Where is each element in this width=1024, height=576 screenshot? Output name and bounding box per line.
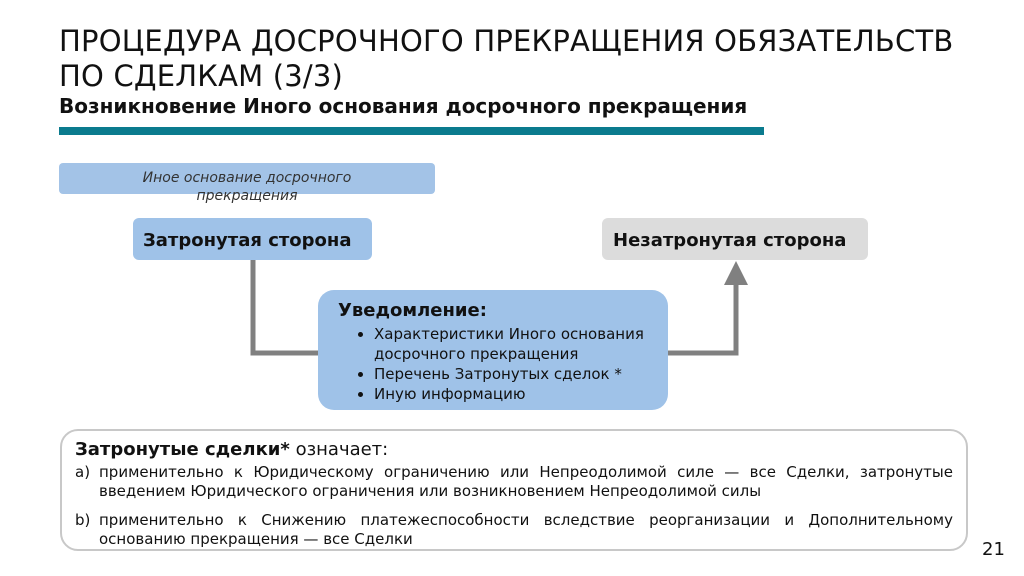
accent-bar [59, 127, 764, 135]
other-ground-label-line1: Иное основание досрочного [142, 170, 352, 186]
notice-list: Характеристики Иного основания досрочног… [338, 324, 668, 404]
notice-title: Уведомление: [338, 300, 487, 321]
connector-notice-to-unaffected [668, 284, 739, 356]
notice-item: Характеристики Иного основания досрочног… [374, 324, 668, 364]
definition-box: Затронутые сделки* означает: a) применит… [60, 429, 968, 551]
notice-box: Уведомление: Характеристики Иного основа… [318, 290, 668, 410]
page-title: ПРОЦЕДУРА ДОСРОЧНОГО ПРЕКРАЩЕНИЯ ОБЯЗАТЕ… [59, 24, 954, 93]
definition-text: применительно к Юридическому ограничению… [99, 463, 953, 500]
page-subtitle: Возникновение Иного основания досрочного… [59, 94, 748, 118]
definition-item: b) применительно к Снижению платежеспосо… [75, 511, 953, 549]
connector-affected-to-notice [250, 260, 318, 356]
unaffected-party-box: Незатронутая сторона [602, 218, 868, 260]
notice-item: Иную информацию [374, 384, 668, 404]
arrowhead-up [724, 261, 748, 285]
definition-item: a) применительно к Юридическому ограниче… [75, 463, 953, 501]
definition-term: Затронутые сделки* [75, 439, 290, 460]
definition-marker: a) [75, 463, 91, 481]
notice-item: Перечень Затронутых сделок * [374, 364, 668, 384]
other-ground-label-line2: прекращения [196, 188, 298, 204]
definition-verb: означает: [295, 439, 389, 460]
definition-text: применительно к Снижению платежеспособно… [99, 511, 953, 548]
affected-party-box: Затронутая сторона [133, 218, 372, 260]
definition-marker: b) [75, 511, 91, 529]
page-number: 21 [982, 539, 1005, 560]
definition-heading: Затронутые сделки* означает: [75, 439, 953, 461]
other-ground-label: Иное основание досрочного прекращения [59, 163, 435, 204]
